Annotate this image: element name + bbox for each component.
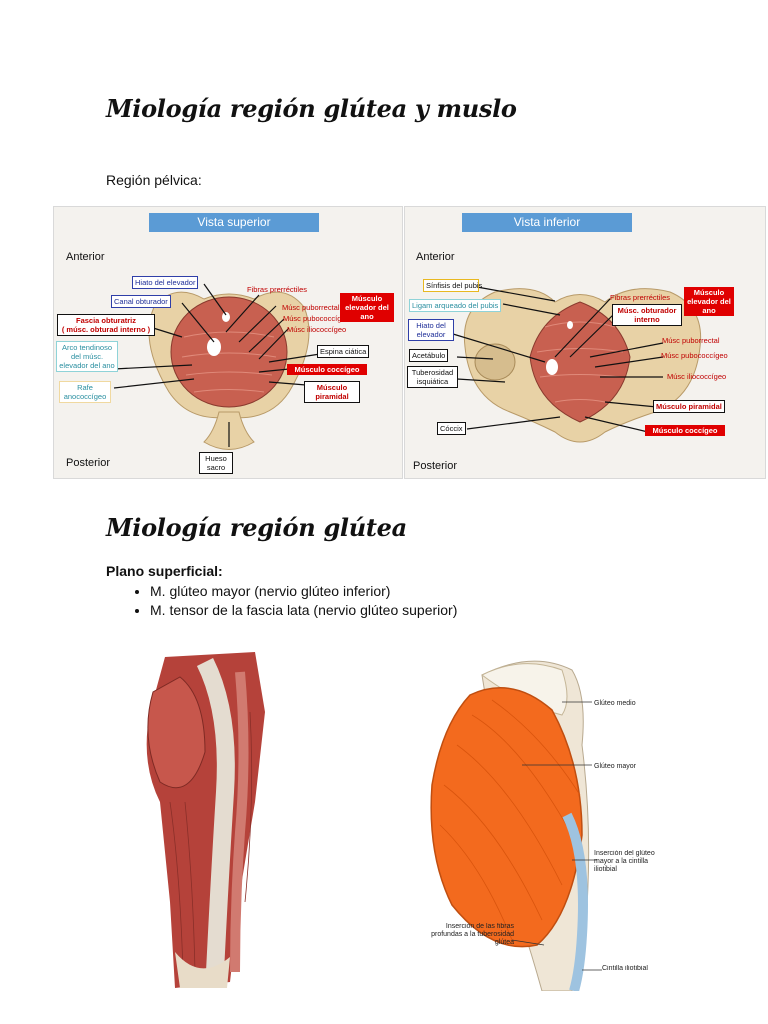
ligam-arqueado-label: Ligam arqueado del pubis — [409, 299, 502, 312]
page-title: Miología región glútea y muslo — [106, 94, 517, 123]
anterior-label: Anterior — [66, 251, 105, 263]
vista-inferior-banner: Vista inferior — [462, 213, 632, 232]
insercion-cintilla-label: Inserción del glúteo mayor a la cintilla… — [594, 850, 655, 873]
acetabulo-label: Acetábulo — [409, 349, 449, 362]
gluteo-medio-label: Glúteo medio — [594, 700, 636, 707]
musc-obturador-interno-label: Músc. obturador interno — [612, 304, 682, 326]
musc-iliococcigeo-label: Músc iliococcígeo — [287, 325, 347, 334]
hueso-sacro-label: Hueso sacro — [199, 452, 233, 474]
posterior-label: Posterior — [66, 457, 111, 469]
sinfisis-pubis-label: Sínfisis del pubis — [423, 279, 482, 292]
pelvis-superior-view-panel: Vista superior Anterior Posterior Hiato … — [53, 206, 403, 479]
hiato-elevador-label-inferior: Hiato del elevador — [408, 319, 454, 341]
hiato-elevador-label: Hiato del elevador — [132, 276, 199, 289]
muscle-list: M. glúteo mayor (nervio glúteo inferior)… — [130, 583, 457, 621]
musc-puborrectal-label-inferior: Músc puborrectal — [662, 336, 720, 345]
thigh-muscles-illustration — [146, 652, 265, 988]
pelvis-superior-illustration — [113, 283, 321, 450]
anterior-label-inferior: Anterior — [416, 251, 455, 263]
gluteo-mayor-label: Glúteo mayor — [594, 763, 637, 770]
arco-tendinoso-label: Arco tendinoso del músc. elevador del an… — [56, 341, 118, 372]
gluteus-maximus-illustration: Glúteo medio Glúteo mayor Inserción del … — [430, 660, 655, 991]
tuberosidad-isquiatica-label: Tuberosidad isquiática — [407, 366, 458, 388]
musc-pubococcigeo-label: Músc pubococcígeo — [283, 314, 350, 323]
posterior-label-inferior: Posterior — [413, 460, 458, 472]
insercion-fibras-label: Inserción de las fibras profundas a la t… — [431, 923, 514, 946]
musc-pubococcigeo-label-inferior: Músc pubococcígeo — [661, 351, 728, 360]
pelvis-inferior-illustration — [452, 286, 702, 443]
espina-ciatica-label: Espina ciática — [317, 345, 370, 358]
musculo-elevador-ano-label: Músculo elevador del ano — [340, 293, 394, 322]
fibras-prerrectiles-label-inferior: Fibras prerréctiles — [610, 293, 671, 302]
section-title-gluteo: Miología región glútea — [106, 513, 407, 542]
list-item: M. tensor de la fascia lata (nervio glút… — [150, 602, 457, 618]
pelvis-inferior-view-panel: Vista inferior Anterior Posterior Sínfis… — [404, 206, 766, 479]
fibras-prerrectiles-label: Fibras prerréctiles — [247, 285, 308, 294]
musculo-piramidal-label-inferior: Músculo piramidal — [653, 400, 725, 413]
plano-superficial-heading: Plano superficial: — [106, 563, 223, 579]
list-item: M. glúteo mayor (nervio glúteo inferior) — [150, 583, 457, 599]
vista-superior-banner: Vista superior — [149, 213, 319, 232]
musculo-piramidal-label: Músculo piramidal — [304, 381, 360, 403]
cintilla-iliotibial-label: Cintilla iliotibial — [602, 965, 648, 972]
musculo-coccigeo-label: Músculo coccígeo — [287, 364, 367, 375]
musculo-elevador-ano-label-inferior: Músculo elevador del ano — [684, 287, 734, 316]
musculo-coccigeo-label-inferior: Músculo coccígeo — [645, 425, 725, 436]
section-subtitle-pelvica: Región pélvica: — [106, 172, 202, 188]
canal-obturador-label: Canal obturador — [111, 295, 171, 308]
musc-iliococcigeo-label-inferior: Músc iliococcígeo — [667, 372, 727, 381]
rafe-anococcigeo-label: Rafe anococcígeo — [59, 381, 111, 403]
musc-puborrectal-label: Músc puborrectal — [282, 303, 340, 312]
fascia-obturatriz-label: Fascia obturatriz ( músc. obturad intern… — [57, 314, 155, 336]
coccix-label: Cóccix — [437, 422, 466, 435]
